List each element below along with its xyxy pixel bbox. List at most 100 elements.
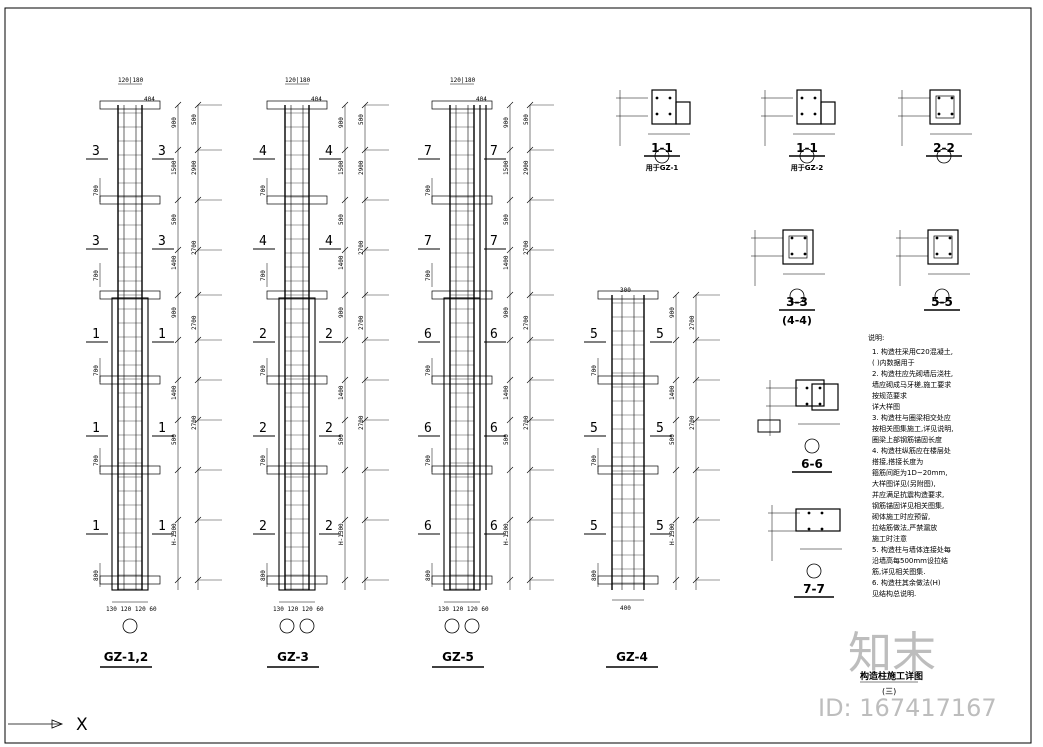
dimension-label: 500 — [503, 214, 510, 225]
dimension-tick — [506, 376, 514, 384]
notes-line: 按规范要求 — [872, 391, 907, 400]
dimension-tick — [341, 101, 349, 109]
notes-line: 见结构总说明. — [872, 589, 916, 598]
dimension-tick — [174, 416, 182, 424]
beam-section — [431, 465, 493, 475]
beam-section — [431, 290, 493, 300]
dimension-label: 700 — [93, 270, 100, 281]
rebar-dot — [807, 511, 811, 515]
dimension-tick — [174, 336, 182, 344]
section-mark-label: 6 — [424, 327, 432, 342]
dimension-label: 900 — [338, 117, 345, 128]
section-title: 6-6 — [801, 457, 823, 471]
sheet-subtitle: (三) — [882, 687, 896, 696]
section-detail-s55: 5-5 — [896, 229, 970, 311]
section-mark-label: 7 — [490, 144, 498, 159]
dimension-label: 1400 — [503, 255, 510, 270]
dimension-label: 800 — [591, 570, 598, 581]
section-mark-label: 6 — [424, 519, 432, 534]
section-outline — [795, 508, 841, 532]
notes-line: 大样图详见(另附图), — [872, 479, 936, 488]
grid-axis-circle — [122, 618, 138, 634]
dimension-label: 1500 — [503, 160, 510, 175]
beam-section — [99, 195, 161, 205]
dimension-tick — [341, 246, 349, 254]
section-title: 1-1 — [796, 141, 818, 155]
dimension-tick — [341, 146, 349, 154]
dimension-tick — [672, 336, 680, 344]
grid-axis-circle — [806, 563, 822, 579]
section-outline — [927, 229, 959, 265]
dimension-label: 1500 — [338, 160, 345, 175]
dimension-label: 404 — [311, 96, 322, 103]
dimension-tick — [672, 291, 680, 299]
section-mark-label: 6 — [424, 421, 432, 436]
rebar-dot — [818, 402, 822, 406]
rebar-dot — [820, 511, 824, 515]
rebar-dot — [805, 402, 809, 406]
dimension-tick — [506, 576, 514, 584]
section-mark-label: 6 — [490, 327, 498, 342]
dimension-label: 2700 — [689, 415, 696, 430]
section-mark-label: 1 — [92, 421, 100, 436]
rebar-dot — [803, 236, 807, 240]
dimension-label: 900 — [503, 117, 510, 128]
grid-axis-circle — [804, 438, 820, 454]
dimension-label: 500 — [358, 114, 365, 125]
grid-axis-circle — [934, 288, 950, 304]
dimension-tick — [174, 246, 182, 254]
rebar-dot — [668, 96, 672, 100]
dimension-tick — [672, 576, 680, 584]
beam-section — [266, 375, 328, 385]
dimension-tick — [506, 146, 514, 154]
beam-section — [99, 465, 161, 475]
watermark-logo: 知末 — [848, 628, 936, 679]
dimension-tick — [506, 291, 514, 299]
dimension-label: 500 — [503, 434, 510, 445]
dimension-label: 700 — [93, 455, 100, 466]
sheet-title: 构造柱施工详图 — [860, 670, 923, 682]
dimension-label: 120|180 — [118, 77, 144, 84]
dimension-tick — [341, 576, 349, 584]
dimension-label: 800 — [260, 570, 267, 581]
section-mark-label: 1 — [158, 327, 166, 342]
section-mark-label: 3 — [92, 144, 100, 159]
section-outline — [820, 101, 836, 125]
watermark-id: ID: 167417167 — [818, 694, 997, 722]
dimension-label: 700 — [425, 185, 432, 196]
section-mark-label: 4 — [325, 234, 333, 249]
section-mark-label: 4 — [259, 234, 267, 249]
notes-line: 箍筋间距为1D~20mm, — [872, 468, 947, 477]
section-mark-label: 5 — [590, 327, 598, 342]
dimension-tick — [506, 101, 514, 109]
dimension-tick — [341, 416, 349, 424]
notes-line: 搭接,搭接长度为 — [872, 457, 923, 466]
dimension-label: 2700 — [358, 415, 365, 430]
section-outline — [929, 89, 961, 125]
beam-section — [597, 290, 659, 300]
section-mark-label: 5 — [656, 327, 664, 342]
notes-line: 6. 构造柱其余做法(H) — [872, 578, 941, 587]
dimension-label: 700 — [93, 365, 100, 376]
beam-section — [99, 100, 161, 110]
rebar-dot — [937, 112, 941, 116]
beam-section — [99, 375, 161, 385]
dimension-label: 2700 — [523, 415, 530, 430]
dimension-label: 1400 — [669, 385, 676, 400]
column-name-label: GZ-1,2 — [104, 650, 149, 664]
section-detail-s22: 2-2 — [898, 89, 972, 164]
rebar-dot — [935, 236, 939, 240]
dimension-tick — [341, 516, 349, 524]
rebar-dot — [948, 252, 952, 256]
dimension-label: 120|180 — [450, 77, 476, 84]
notes-line: 详大样图 — [872, 402, 900, 411]
notes-line: 4. 构造柱纵筋应在楼层处 — [872, 446, 951, 455]
rebar-dot — [935, 252, 939, 256]
beam-section — [597, 375, 659, 385]
dimension-label: 2700 — [689, 315, 696, 330]
dimension-tick — [672, 516, 680, 524]
section-title: 5-5 — [931, 295, 953, 309]
